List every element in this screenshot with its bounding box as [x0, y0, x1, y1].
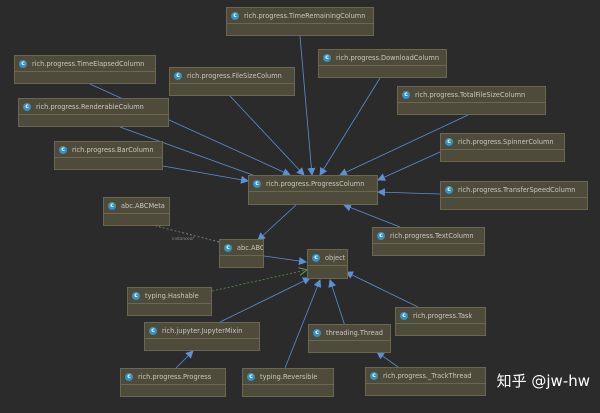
edge-thread-to-object	[328, 279, 346, 327]
node-threading-thread[interactable]: c threading.Thread	[308, 324, 391, 353]
node-label: rich.progress.RenderableColumn	[36, 102, 144, 111]
node-label: abc.ABC	[237, 243, 263, 252]
class-icon: c	[231, 11, 239, 20]
class-icon: c	[253, 179, 261, 188]
class-icon: c	[445, 137, 453, 146]
edge-download-to-progress-column	[319, 77, 381, 176]
class-icon: c	[323, 53, 331, 62]
node-label: rich.progress.TransferSpeedColumn	[458, 185, 576, 194]
node-label: rich.progress.TimeRemainingColumn	[244, 11, 366, 20]
edge-hashable-to-object	[211, 270, 306, 292]
node-abc[interactable]: c abc.ABC	[219, 239, 264, 268]
edge-track-thread-to-thread	[376, 351, 399, 368]
edge-file-size-to-progress-column	[229, 95, 305, 176]
class-icon: c	[108, 201, 116, 210]
node-progress-column[interactable]: c rich.progress.ProgressColumn	[248, 175, 378, 205]
node-label: rich.progress.BarColumn	[72, 145, 154, 154]
node-label: rich.progress.Progress	[138, 372, 212, 381]
edge-abc-instanceof-abcmeta	[155, 225, 220, 243]
node-label: rich.progress.TimeElapsedColumn	[32, 59, 145, 68]
class-icon: c	[247, 372, 255, 381]
node-label: rich.progress.DownloadColumn	[336, 53, 440, 62]
node-bar-column[interactable]: c rich.progress.BarColumn	[54, 141, 163, 170]
class-icon: c	[445, 185, 453, 194]
class-icon: c	[377, 231, 385, 240]
node-label: typing.Hashable	[145, 291, 199, 300]
class-icon: c	[23, 102, 31, 111]
node-track-thread[interactable]: c rich.progress._TrackThread	[365, 367, 486, 396]
node-progress[interactable]: c rich.progress.Progress	[120, 368, 226, 397]
edge-progress-column-to-abc	[257, 204, 297, 241]
edge-text-column-to-progress-column	[343, 203, 401, 228]
node-task[interactable]: c rich.progress.Task	[395, 307, 486, 336]
node-label: typing.Reversible	[260, 372, 318, 381]
node-transfer-speed-column[interactable]: c rich.progress.TransferSpeedColumn	[440, 181, 588, 210]
class-icon: c	[313, 328, 321, 337]
node-label: abc.ABCMeta	[121, 201, 165, 210]
node-label: rich.progress._TrackThread	[383, 371, 472, 380]
class-icon: c	[59, 145, 67, 154]
node-renderable-column[interactable]: c rich.progress.RenderableColumn	[18, 98, 169, 127]
node-download-column[interactable]: c rich.progress.DownloadColumn	[318, 49, 447, 78]
class-icon: c	[174, 71, 182, 80]
node-spinner-column[interactable]: c rich.progress.SpinnerColumn	[440, 133, 565, 162]
class-icon: c	[224, 243, 232, 252]
class-icon: c	[125, 372, 133, 381]
class-icon: c	[400, 311, 408, 320]
edge-spinner-to-progress-column	[377, 151, 441, 181]
node-time-remaining-column[interactable]: c rich.progress.TimeRemainingColumn	[226, 7, 374, 36]
class-icon: c	[370, 371, 378, 380]
edge-abc-to-object	[263, 255, 307, 265]
node-label: rich.progress.FileSizeColumn	[187, 71, 282, 80]
node-file-size-column[interactable]: c rich.progress.FileSizeColumn	[169, 67, 295, 96]
node-jupyter-mixin[interactable]: c rich.jupyter.JupyterMixin	[144, 322, 260, 351]
edge-jupyter-mixin-to-object	[219, 277, 311, 323]
edge-time-remaining-to-progress-column	[299, 35, 316, 176]
class-icon: c	[402, 90, 410, 99]
node-abc-meta[interactable]: c abc.ABCMeta	[103, 197, 170, 226]
node-typing-reversible[interactable]: c typing.Reversible	[242, 368, 334, 397]
node-label: threading.Thread	[326, 328, 383, 337]
edge-total-file-size-to-progress-column	[339, 114, 469, 176]
edge-bar-to-progress-column	[162, 165, 249, 184]
node-label: rich.progress.SpinnerColumn	[458, 137, 554, 146]
edge-renderable-to-progress-column	[119, 126, 273, 184]
class-icon: c	[149, 326, 157, 335]
instanceof-label: instanceof	[172, 236, 194, 241]
edge-task-to-object	[345, 271, 419, 308]
node-label: rich.progress.Task	[413, 311, 473, 320]
node-label: rich.progress.TextColumn	[390, 231, 474, 240]
edge-progress-to-jupyter-mixin	[175, 350, 194, 369]
node-typing-hashable[interactable]: c typing.Hashable	[127, 287, 212, 316]
node-time-elapsed-column[interactable]: c rich.progress.TimeElapsedColumn	[14, 55, 156, 84]
class-icon: c	[19, 59, 27, 68]
node-label: object	[325, 253, 346, 262]
edge-reversible-to-object	[284, 279, 322, 369]
edge-transfer-speed-to-progress-column	[377, 188, 441, 197]
class-icon: c	[312, 253, 320, 262]
node-label: rich.jupyter.JupyterMixin	[162, 326, 243, 335]
class-icon: c	[132, 291, 140, 300]
node-label: rich.progress.TotalFileSizeColumn	[415, 90, 526, 99]
node-label: rich.progress.ProgressColumn	[266, 179, 365, 188]
node-text-column[interactable]: c rich.progress.TextColumn	[372, 227, 485, 256]
edges	[89, 35, 469, 369]
watermark: 知乎 @jw-hw	[496, 372, 590, 390]
node-total-file-size-column[interactable]: c rich.progress.TotalFileSizeColumn	[397, 86, 546, 115]
